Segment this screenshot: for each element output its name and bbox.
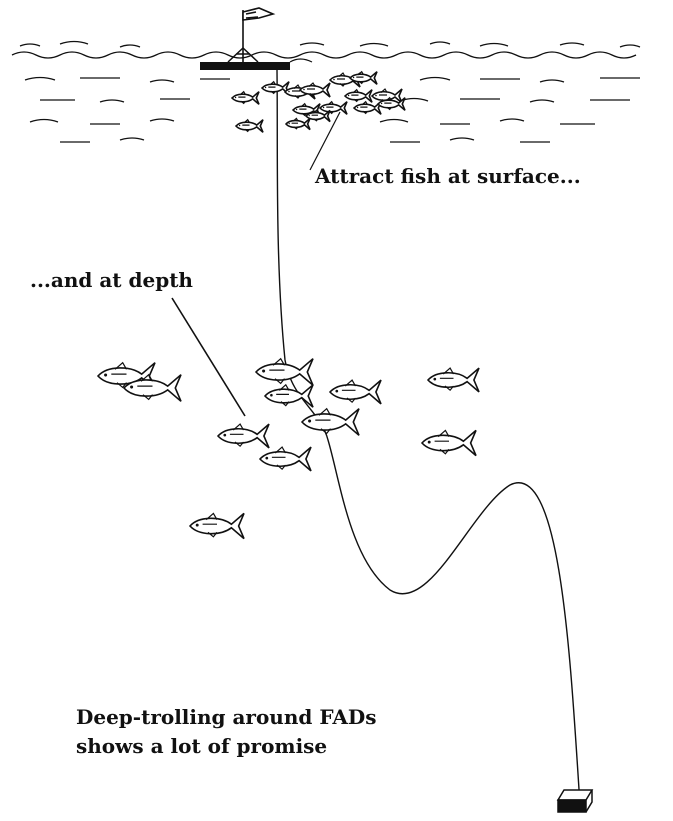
raft-icon (200, 48, 312, 70)
anchor-block-icon (558, 790, 592, 812)
surface-pointer-line (310, 112, 340, 170)
fish-icon (236, 120, 263, 133)
surface-label: Attract fish at surface... (315, 166, 581, 186)
fish-icon (190, 513, 244, 538)
caption-line-2: shows a lot of promise (76, 736, 327, 756)
depth-pointer-line (172, 298, 245, 416)
fish-icon (286, 118, 310, 129)
fish-icon (218, 424, 269, 448)
fish-icon (320, 102, 347, 115)
caption-line-1: Deep-trolling around FADs (76, 707, 377, 727)
deep-fish-school (98, 359, 479, 539)
fish-icon (260, 447, 311, 471)
fish-icon (422, 430, 476, 455)
fish-icon (330, 380, 381, 404)
fish-icon (232, 92, 259, 105)
fish-icon (354, 102, 381, 115)
surface-fish-school (232, 72, 405, 133)
fish-icon (428, 368, 479, 392)
fish-icon (302, 409, 359, 436)
depth-label: ...and at depth (30, 270, 193, 290)
fish-icon (256, 359, 313, 386)
fish-icon (345, 90, 372, 103)
